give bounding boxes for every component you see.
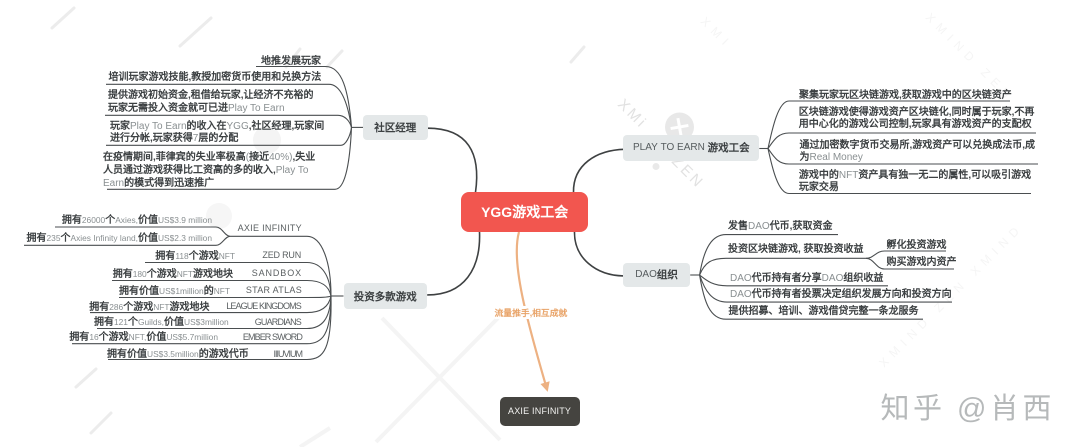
svg-text:XMi: XMi	[614, 96, 651, 133]
svg-text:XMI: XMI	[698, 14, 736, 52]
